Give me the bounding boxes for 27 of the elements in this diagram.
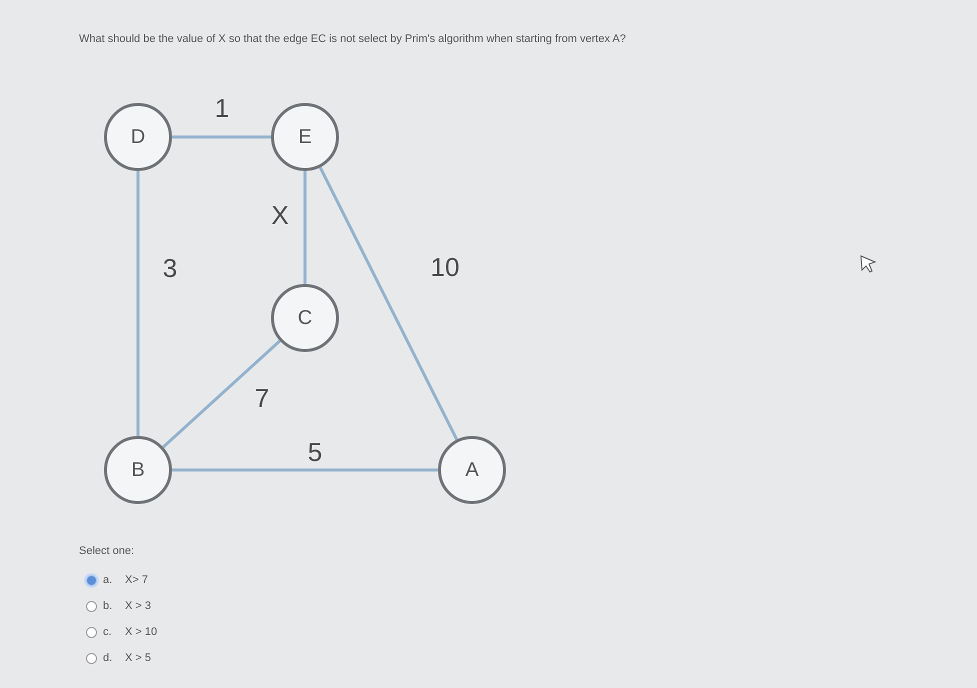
vertex-circle: E	[271, 103, 339, 171]
edge-label: 7	[254, 385, 270, 411]
vertex-circle: B	[104, 436, 172, 504]
graph-edge	[318, 166, 458, 440]
graph-edge	[136, 171, 140, 436]
option-letter: d.	[103, 652, 112, 664]
vertex-circle: C	[271, 284, 339, 352]
option-letter: a.	[103, 574, 112, 586]
graph-edge	[304, 171, 306, 284]
option-text: X > 10	[125, 626, 158, 638]
graph-edge	[172, 468, 438, 472]
edge-label: X	[271, 202, 289, 228]
vertex-circle: A	[438, 436, 506, 504]
option-text: X > 5	[125, 652, 151, 664]
edge-label: 5	[308, 439, 322, 465]
option-letter: b.	[103, 600, 112, 612]
graph-edge	[172, 136, 271, 138]
question-text: What should be the value of X so that the edge EC is not select by Prim's algorithm when starting from vertex A?	[79, 33, 626, 45]
option-text: X> 7	[125, 574, 148, 586]
vertex-circle: D	[104, 103, 172, 171]
edge-label: 1	[214, 95, 230, 121]
edge-label: 3	[162, 255, 178, 281]
prompt-text: Select one:	[79, 545, 134, 557]
option-letter: c.	[103, 626, 112, 638]
graph-edge	[162, 340, 281, 448]
edge-label: 10	[430, 254, 460, 280]
option-text: X > 3	[125, 600, 151, 612]
